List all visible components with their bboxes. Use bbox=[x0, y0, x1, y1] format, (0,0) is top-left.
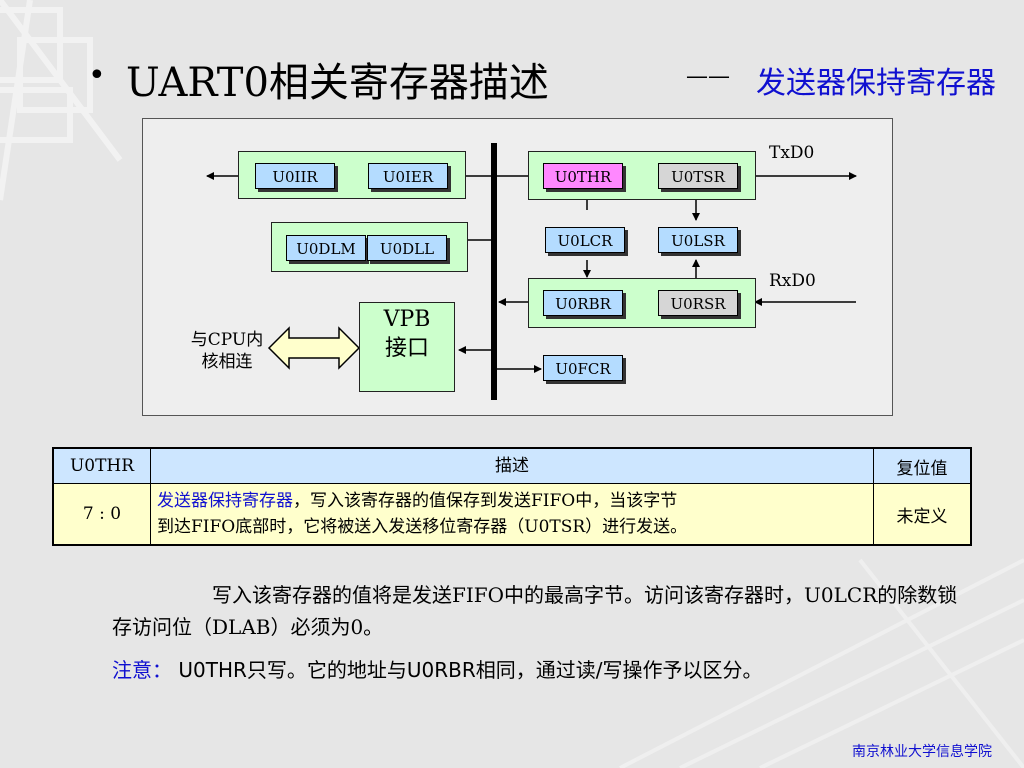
register-u0dlm: U0DLM bbox=[286, 235, 366, 261]
vpb-label: VPB bbox=[383, 307, 431, 332]
title-main: UART0相关寄存器描述 bbox=[126, 60, 549, 106]
header-reset-value: 复位值 bbox=[873, 447, 972, 484]
register-u0lsr: U0LSR bbox=[658, 227, 738, 253]
register-u0lcr: U0LCR bbox=[545, 227, 625, 253]
register-u0iir: U0IIR bbox=[255, 163, 335, 189]
txd0-label: TxD0 bbox=[769, 143, 815, 163]
cell-reset-value: 未定义 bbox=[873, 483, 972, 546]
register-u0thr: U0THR bbox=[543, 163, 623, 189]
cpu-label-line2: 核相连 bbox=[201, 352, 253, 372]
explanation-text: 写入该寄存器的值将是发送FIFO中的最高字节。访问该寄存器时，U0LCR的除数锁… bbox=[112, 583, 958, 639]
description-highlight: 发送器保持寄存器 bbox=[157, 491, 293, 511]
cpu-connection-label: 与CPU内 核相连 bbox=[183, 329, 271, 373]
table-header-row: U0THR 描述 复位值 bbox=[52, 447, 972, 484]
uart-register-diagram: U0IIR U0IER U0DLM U0DLL U0THR U0TSR U0LC… bbox=[142, 118, 893, 416]
title-bullet: • bbox=[88, 58, 106, 93]
cell-bits: 7 : 0 bbox=[52, 483, 151, 546]
explanation-paragraph: 写入该寄存器的值将是发送FIFO中的最高字节。访问该寄存器时，U0LCR的除数锁… bbox=[112, 579, 972, 643]
note-label: 注意： bbox=[112, 658, 172, 682]
register-description-table: U0THR 描述 复位值 7 : 0 发送器保持寄存器，写入该寄存器的值保存到发… bbox=[52, 447, 972, 546]
register-u0dll: U0DLL bbox=[367, 235, 447, 261]
title-dash: —— bbox=[686, 64, 730, 89]
cpu-double-arrow bbox=[267, 326, 361, 370]
header-register: U0THR bbox=[52, 447, 151, 484]
rxd0-label: RxD0 bbox=[769, 271, 816, 291]
register-u0rbr: U0RBR bbox=[543, 290, 623, 316]
cell-description: 发送器保持寄存器，写入该寄存器的值保存到发送FIFO中，当该字节 到达FIFO底… bbox=[150, 483, 874, 546]
description-line1: ，写入该寄存器的值保存到发送FIFO中，当该字节 bbox=[293, 491, 678, 511]
note-text: U0THR只写。它的地址与U0RBR相同，通过读/写操作予以区分。 bbox=[178, 658, 763, 682]
title-subtitle: 发送器保持寄存器 bbox=[756, 66, 996, 101]
note: 注意： U0THR只写。它的地址与U0RBR相同，通过读/写操作予以区分。 bbox=[112, 654, 763, 683]
description-line2: 到达FIFO底部时，它将被送入发送移位寄存器（U0TSR）进行发送。 bbox=[157, 517, 688, 537]
register-u0rsr: U0RSR bbox=[658, 290, 738, 316]
register-u0ier: U0IER bbox=[368, 163, 448, 189]
register-u0fcr: U0FCR bbox=[543, 355, 623, 381]
footer-institution: 南京林业大学信息学院 bbox=[852, 744, 992, 760]
table-row: 7 : 0 发送器保持寄存器，写入该寄存器的值保存到发送FIFO中，当该字节 到… bbox=[52, 483, 972, 546]
register-u0tsr: U0TSR bbox=[658, 163, 738, 189]
cpu-label-line1: 与CPU内 bbox=[190, 330, 264, 350]
vpb-interface: VPB 接口 bbox=[359, 302, 455, 392]
vpb-interface-label: 接口 bbox=[384, 336, 429, 361]
header-description: 描述 bbox=[150, 447, 874, 484]
